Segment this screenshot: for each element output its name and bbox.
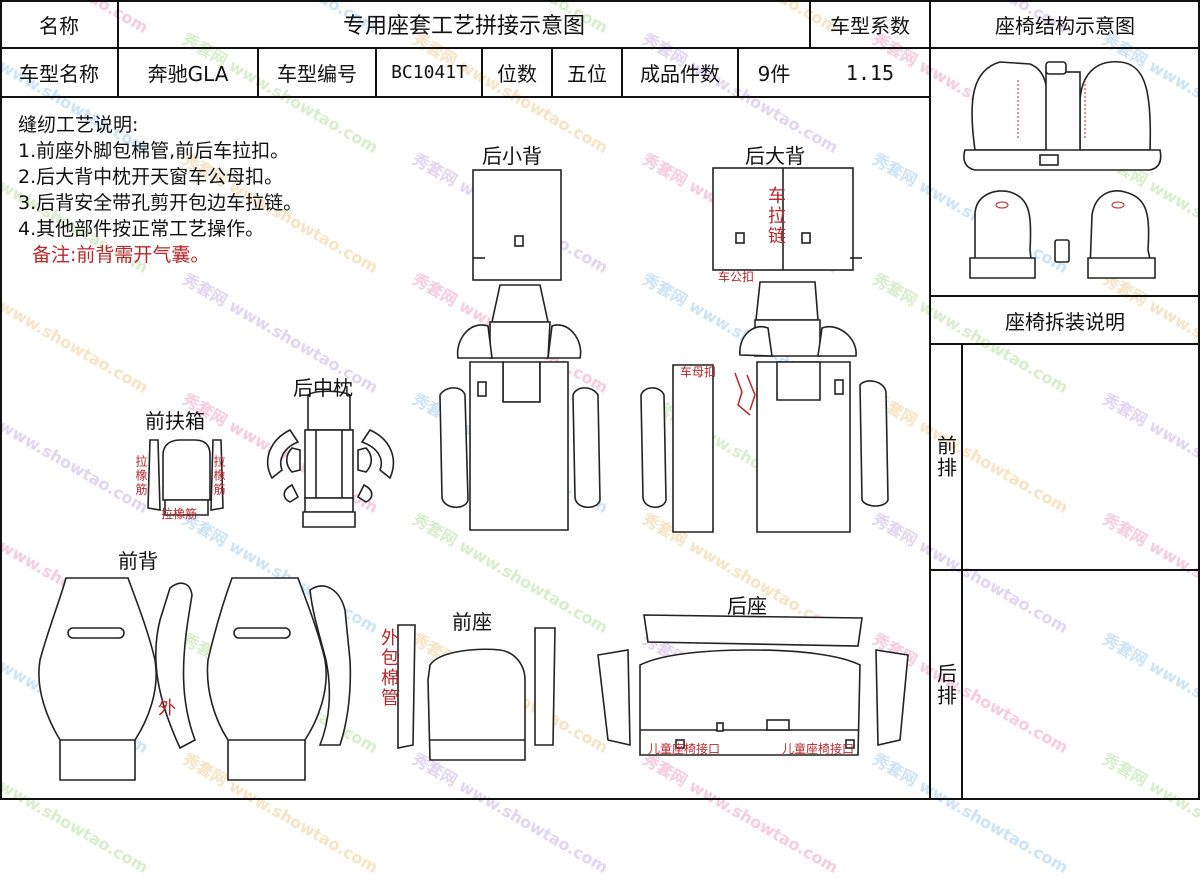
annotation-zipper: 车拉链 xyxy=(765,186,786,246)
annotation-female-snap: 车母扣 xyxy=(680,365,717,379)
pattern-rear-seat xyxy=(597,614,909,756)
structure-title: 座椅结构示意图 xyxy=(995,13,1135,38)
pattern-rear-big-back xyxy=(640,167,889,533)
annotation-elastic-right: 拉橡筋 xyxy=(212,455,226,497)
name-label: 名称 xyxy=(39,13,79,38)
notes-item: 2.后大背中枕开天窗车公母扣。 xyxy=(18,166,284,188)
annotation-child-seat-right: 儿童座椅接口 xyxy=(782,742,855,756)
rear-row-label: 后排 xyxy=(933,663,958,707)
pattern-rear-small-back xyxy=(439,169,601,531)
label-front-seat: 前座 xyxy=(452,610,492,634)
notes-item: 1.前座外脚包棉管,前后车拉扣。 xyxy=(18,140,290,162)
coef-label: 车型系数 xyxy=(830,13,910,38)
notes-item: 4.其他部件按正常工艺操作。 xyxy=(18,218,265,240)
label-rear-small-back: 后小背 xyxy=(482,144,542,168)
pattern-front-armrest xyxy=(147,439,224,516)
annotation-outer-cotton-tube: 外包棉管 xyxy=(378,628,399,708)
model-code-value: BC1041T xyxy=(391,62,467,83)
outer-frame xyxy=(0,0,1200,800)
seat-structure-illustration xyxy=(963,60,1162,279)
annotation-elastic-bottom: 拉橡筋 xyxy=(161,507,198,521)
annotation-elastic-left: 拉橡筋 xyxy=(134,455,148,497)
label-rear-middle-pillow: 后中枕 xyxy=(293,376,353,400)
pattern-front-back xyxy=(38,577,352,781)
coef-value: 1.15 xyxy=(845,60,895,85)
pieces-label: 成品件数 xyxy=(640,62,720,86)
page-title: 专用座套工艺拼接示意图 xyxy=(342,14,585,39)
label-rear-seat: 后座 xyxy=(727,594,767,618)
seats-label: 位数 xyxy=(497,62,537,86)
annotation-outer-front-back: 外 xyxy=(158,698,176,719)
notes-item: 3.后背安全带孔剪开包边车拉链。 xyxy=(18,192,303,214)
label-front-armrest: 前扶箱 xyxy=(145,409,205,433)
model-name-label: 车型名称 xyxy=(19,62,99,86)
disassembly-title: 座椅拆装说明 xyxy=(1005,309,1125,334)
notes-remark: 备注:前背需开气囊。 xyxy=(32,244,210,266)
model-code-label: 车型编号 xyxy=(277,62,357,86)
notes-heading: 缝纫工艺说明: xyxy=(18,114,139,136)
pattern-rear-middle-pillow xyxy=(266,390,395,528)
seats-value: 五位 xyxy=(567,62,607,86)
pattern-front-seat xyxy=(397,624,556,761)
front-row-label: 前排 xyxy=(933,435,958,479)
annotation-child-seat-left: 儿童座椅接口 xyxy=(648,742,721,756)
label-rear-big-back: 后大背 xyxy=(745,144,805,168)
annotation-male-snap: 车公扣 xyxy=(718,270,755,284)
model-name-value: 奔驰GLA xyxy=(147,62,229,86)
pieces-value: 9件 xyxy=(757,62,791,86)
sewing-notes: 缝纫工艺说明: 1.前座外脚包棉管,前后车拉扣。 2.后大背中枕开天窗车公母扣。… xyxy=(18,112,302,268)
label-front-back: 前背 xyxy=(118,549,158,573)
pattern-drawing xyxy=(0,0,1200,800)
